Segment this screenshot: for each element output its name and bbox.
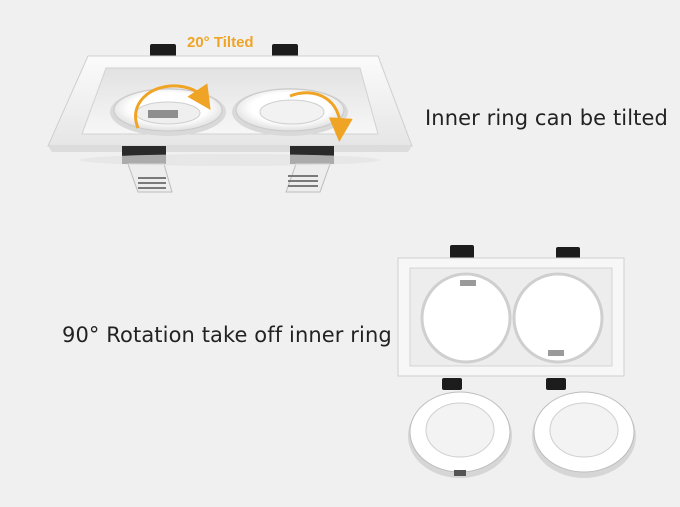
left-spring-clip bbox=[122, 146, 173, 193]
caption-tilt: Inner ring can be tilted bbox=[425, 106, 668, 130]
bottom-frame-product bbox=[397, 245, 636, 478]
left-tilt-arrow bbox=[134, 83, 211, 129]
removed-ring-left bbox=[408, 391, 512, 478]
right-tilt-arrow bbox=[289, 91, 353, 142]
top-frame-product bbox=[47, 44, 413, 193]
top-clip-left bbox=[150, 44, 176, 58]
left-ring-spring bbox=[148, 110, 178, 118]
right-spring-clip bbox=[285, 146, 334, 193]
caption-rotation: 90° Rotation take off inner ring bbox=[62, 323, 392, 347]
top-clip-right bbox=[272, 44, 298, 58]
tilt-angle-label: 20° Tilted bbox=[187, 34, 254, 51]
removed-ring-right bbox=[532, 391, 636, 478]
